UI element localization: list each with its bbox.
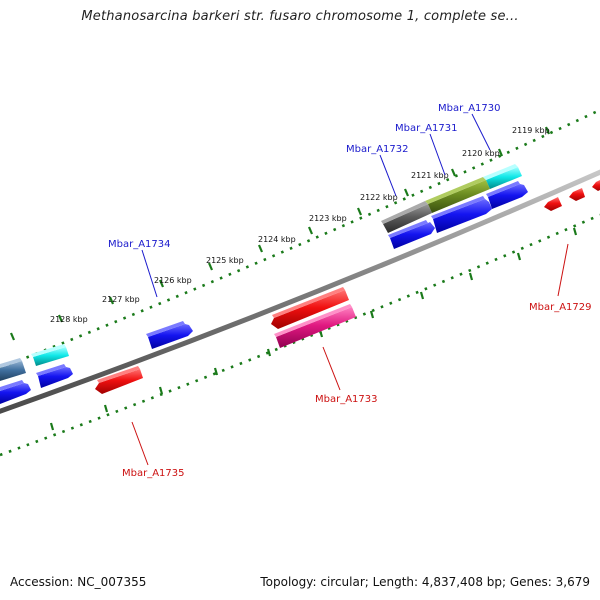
feature-cyan-right[interactable] bbox=[483, 164, 522, 189]
feature-olive[interactable] bbox=[425, 177, 490, 213]
tick-label: 2124 kbp bbox=[258, 235, 296, 244]
forward-major-ticks bbox=[9, 126, 551, 341]
tick-label: 2125 kbp bbox=[206, 256, 244, 265]
accession-label: Accession: NC_007355 bbox=[10, 575, 147, 589]
reverse-major-ticks bbox=[49, 227, 578, 431]
cds-blue[interactable] bbox=[486, 181, 528, 209]
map-title: Methanosarcina barkeri str. fusaro chrom… bbox=[81, 9, 519, 24]
tick-label: 2128 kbp bbox=[50, 315, 88, 324]
forward-outer-features bbox=[0, 164, 522, 381]
gene-labels: Mbar_A1730 Mbar_A1731 Mbar_A1732 Mbar_A1… bbox=[108, 103, 592, 479]
cds-red[interactable] bbox=[592, 180, 600, 191]
tick-label: 2126 kbp bbox=[154, 276, 192, 285]
genome-info-label: Topology: circular; Length: 4,837,408 bp… bbox=[260, 575, 590, 589]
forward-scale-track bbox=[0, 108, 600, 370]
scale-tick-labels: 2119 kbp 2120 kbp 2121 kbp 2122 kbp 2123… bbox=[50, 126, 550, 324]
feature-pink[interactable] bbox=[274, 304, 356, 348]
gene-label-mbar-a1733[interactable]: Mbar_A1733 bbox=[315, 394, 378, 405]
cds-blue[interactable] bbox=[388, 220, 435, 249]
forward-cds bbox=[0, 181, 528, 404]
gene-label-mbar-a1735[interactable]: Mbar_A1735 bbox=[122, 468, 185, 479]
gene-label-mbar-a1731[interactable]: Mbar_A1731 bbox=[395, 123, 458, 134]
cds-blue[interactable] bbox=[146, 321, 193, 349]
cds-red[interactable] bbox=[95, 366, 143, 394]
cds-blue[interactable] bbox=[0, 380, 31, 404]
feature-steel[interactable] bbox=[0, 358, 26, 381]
tick-label: 2123 kbp bbox=[309, 214, 347, 223]
genome-backbone bbox=[0, 169, 600, 414]
cds-red[interactable] bbox=[569, 188, 585, 201]
gene-label-mbar-a1729[interactable]: Mbar_A1729 bbox=[529, 302, 592, 313]
tick-label: 2120 kbp bbox=[462, 149, 500, 158]
label-connectors bbox=[131, 113, 569, 466]
gene-label-mbar-a1734[interactable]: Mbar_A1734 bbox=[108, 239, 171, 250]
tick-label: 2121 kbp bbox=[411, 171, 449, 180]
gene-label-mbar-a1732[interactable]: Mbar_A1732 bbox=[346, 144, 409, 155]
reverse-cds bbox=[95, 180, 600, 394]
tick-label: 2127 kbp bbox=[102, 295, 140, 304]
cds-blue[interactable] bbox=[36, 364, 73, 388]
feature-cyan-left[interactable] bbox=[31, 344, 69, 366]
tick-label: 2122 kbp bbox=[360, 193, 398, 202]
cds-red[interactable] bbox=[544, 197, 562, 211]
cds-red[interactable] bbox=[271, 287, 349, 329]
feature-gray[interactable] bbox=[381, 201, 432, 233]
gene-label-mbar-a1730[interactable]: Mbar_A1730 bbox=[438, 103, 501, 114]
cds-blue[interactable] bbox=[431, 196, 492, 233]
tick-label: 2119 kbp bbox=[512, 126, 550, 135]
